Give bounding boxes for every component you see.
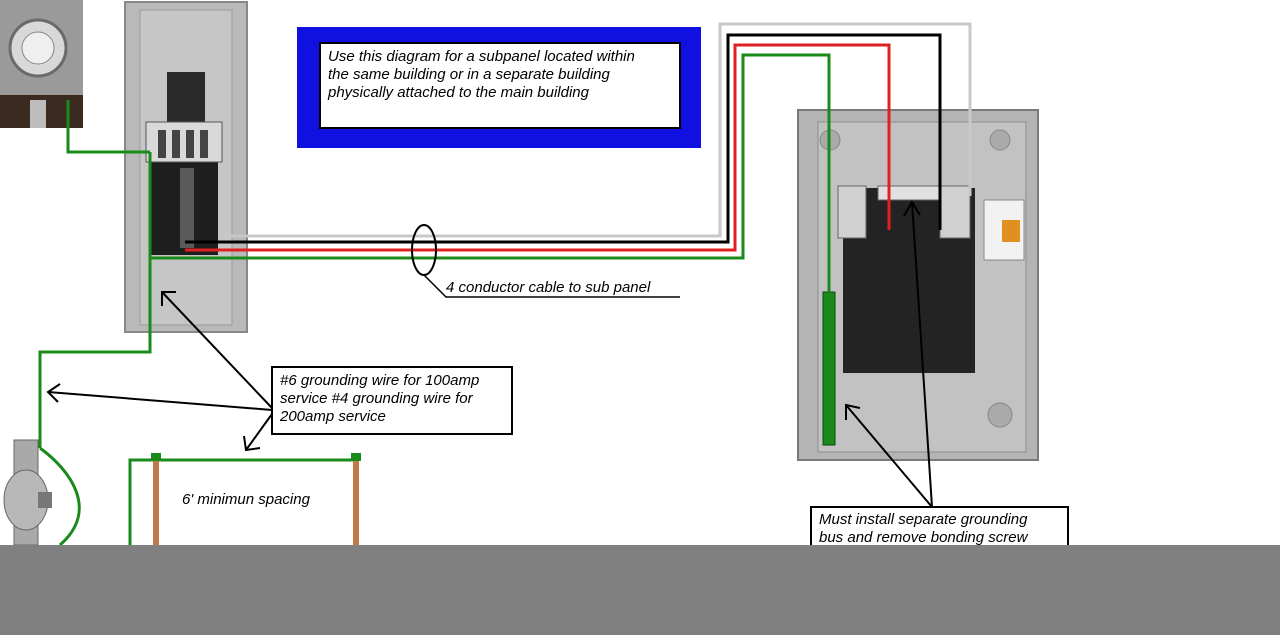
bus-line-2: bus and remove bonding screw xyxy=(819,529,1029,546)
main-breaker xyxy=(167,72,205,124)
bus-line-1: Must install separate grounding xyxy=(819,511,1028,528)
title-box: Use this diagram for a subpanel located … xyxy=(297,27,701,148)
grounding-bus xyxy=(822,291,836,446)
bus-note-box: Must install separate grounding bus and … xyxy=(810,506,1069,553)
main-panel xyxy=(124,1,248,333)
electric-meter xyxy=(0,0,83,128)
title-line-2: the same building or in a separate build… xyxy=(328,66,611,83)
grounding-line-1: #6 grounding wire for 100amp xyxy=(280,372,479,389)
grounding-note-box: #6 grounding wire for 100amp service #4 … xyxy=(271,366,513,435)
sub-panel xyxy=(797,109,1039,461)
grounding-electrode-wire xyxy=(38,152,152,448)
cable-label: 4 conductor cable to sub panel xyxy=(446,279,651,296)
feeder-cable xyxy=(150,22,972,292)
grounding-arrows xyxy=(46,291,273,452)
title-line-1: Use this diagram for a subpanel located … xyxy=(328,48,635,65)
grounding-line-3: 200amp service xyxy=(279,408,386,425)
ground-rods xyxy=(128,453,361,546)
bottom-bar xyxy=(0,545,1280,635)
water-pipe-fitting xyxy=(3,439,52,546)
spacing-label: 6' minimun spacing xyxy=(182,491,311,508)
title-line-3: physically attached to the main building xyxy=(327,84,590,101)
meter-ground-wire xyxy=(66,100,150,154)
grounding-line-2: service #4 grounding wire for xyxy=(280,390,474,407)
bus-arrows xyxy=(845,200,933,508)
